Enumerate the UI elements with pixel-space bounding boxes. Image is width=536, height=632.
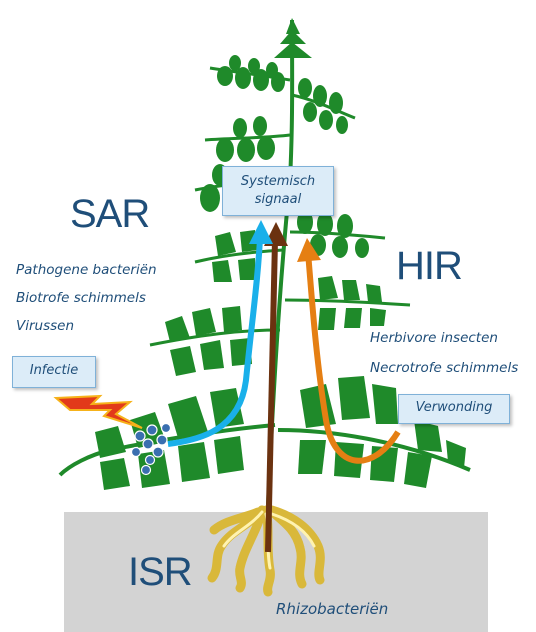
pathogen-cluster-icon xyxy=(130,422,172,476)
sar-cause: Pathogene bacteriën xyxy=(16,262,157,278)
hir-cause: Necrotrofe schimmels xyxy=(370,360,519,376)
lightning-icon xyxy=(53,394,143,429)
sar-arrow xyxy=(167,220,273,447)
isr-label: ISR xyxy=(128,550,193,594)
rhizobacteria-label: Rhizobacteriën xyxy=(276,600,389,618)
infection-box: Infectie xyxy=(12,356,96,388)
sar-cause: Biotrofe schimmels xyxy=(16,290,146,306)
hir-label: HIR xyxy=(396,244,463,288)
sar-cause: Virussen xyxy=(16,318,75,334)
lower-left-leaves xyxy=(95,388,244,490)
sar-label: SAR xyxy=(70,192,150,236)
systemic-signal-line2: signaal xyxy=(254,192,302,207)
wounding-box: Verwonding xyxy=(398,394,510,424)
systemic-signal-box: Systemisch signaal xyxy=(222,166,334,216)
systemic-signal-line1: Systemisch xyxy=(240,174,316,189)
hir-arrow xyxy=(297,238,401,464)
hir-cause: Herbivore insecten xyxy=(370,330,498,346)
soil-area xyxy=(64,512,488,632)
plant xyxy=(58,18,471,506)
